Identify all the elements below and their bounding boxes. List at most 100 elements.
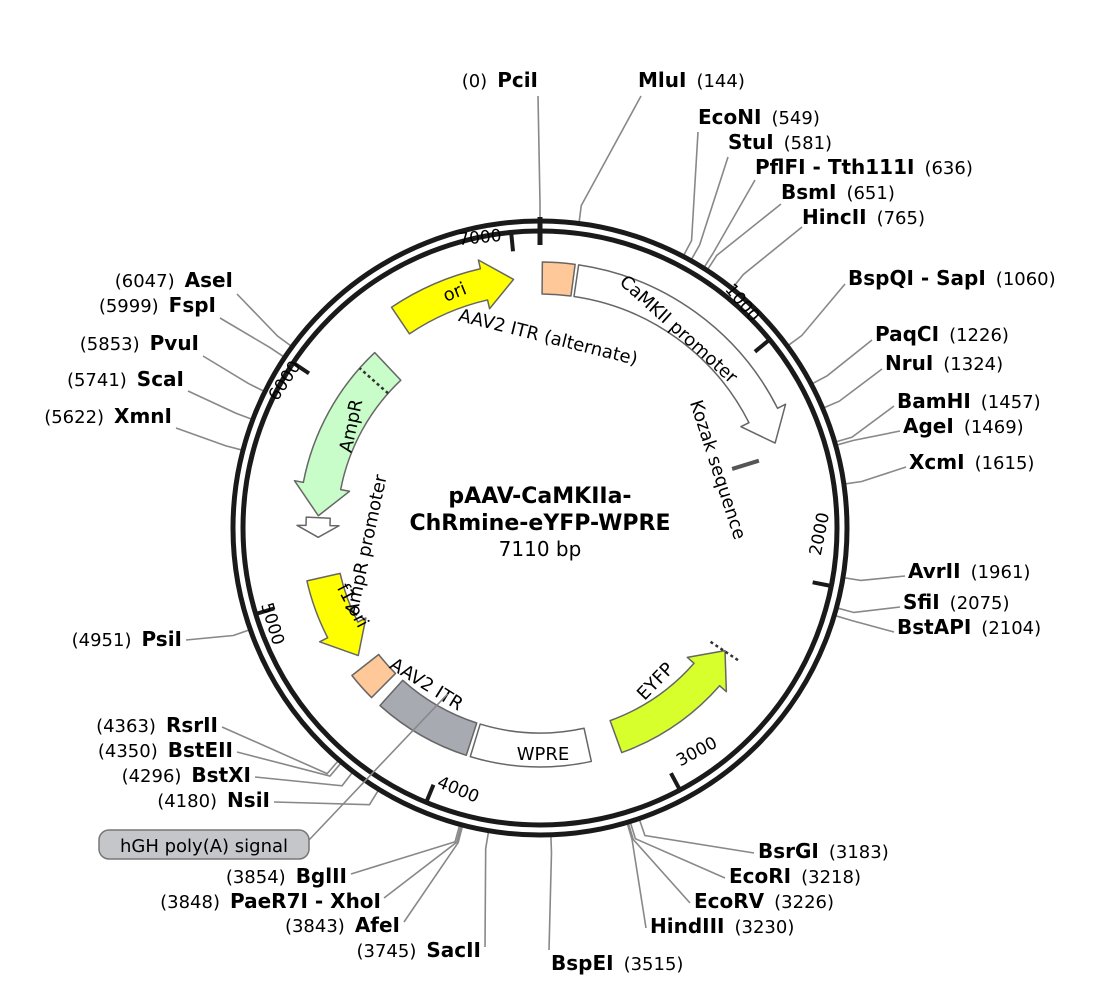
tick-label-3000: 3000	[673, 733, 721, 771]
site-label-ecorv: EcoRV(3226)	[694, 889, 834, 913]
site-position: (5999)	[99, 296, 159, 317]
tick-4000	[424, 784, 436, 804]
site-label-fspi: (5999)FspI	[99, 293, 216, 317]
site-name: PaeR7I - XhoI	[230, 889, 381, 913]
features	[293, 259, 787, 768]
feature-label-camkii-promoter: CaMKII promoter	[615, 271, 742, 388]
site-label-bstxi: (4296)BstXI	[122, 763, 251, 787]
hgh-polya-callout: hGH poly(A) signal	[98, 693, 449, 860]
site-label-afei: (3843)AfeI	[285, 913, 400, 937]
site-label-avrii: AvrII(1961)	[908, 559, 1030, 583]
site-position: (2104)	[981, 618, 1041, 639]
site-position: (549)	[771, 108, 819, 129]
tick-label-2000: 2000	[806, 511, 834, 557]
site-label-sfii: SfiI(2075)	[903, 590, 1010, 614]
site-position: (5622)	[44, 407, 104, 428]
site-label-sacii: (3745)SacII	[357, 938, 482, 962]
site-label-nrui: NruI(1324)	[885, 351, 1003, 375]
site-position: (3226)	[774, 892, 834, 913]
feature-aav2-itr-alternate	[541, 261, 576, 297]
site-name: PsiI	[141, 627, 182, 651]
site-name: PflFI - Tth111I	[755, 155, 914, 179]
site-line-paer7i-xhoi	[383, 826, 462, 899]
site-name: BamHI	[897, 389, 971, 413]
site-label-bstapi: BstAPI(2104)	[897, 615, 1041, 639]
feature-kozak-sequence	[731, 458, 760, 471]
site-name: XmnI	[114, 404, 172, 428]
site-line-rsrii	[221, 726, 339, 775]
site-name: BglII	[296, 864, 347, 888]
site-line-bsteii	[236, 751, 341, 777]
site-name: RsrII	[166, 713, 218, 737]
site-name: PvuI	[150, 331, 199, 355]
site-position: (5853)	[80, 334, 140, 355]
site-label-bamhi: BamHI(1457)	[897, 389, 1041, 413]
site-line-pflfi-tth111i	[703, 179, 756, 267]
site-line-bsmi	[707, 203, 782, 270]
site-label-bsmi: BsmI(651)	[781, 180, 895, 204]
site-line-psii	[185, 629, 249, 641]
site-label-hindiii: HindIII(3230)	[650, 914, 794, 938]
site-name: BspEI	[551, 951, 614, 975]
site-position: (144)	[696, 71, 744, 92]
site-line-nrui	[824, 368, 883, 409]
site-name: BsrGI	[758, 839, 819, 863]
site-name: PciI	[497, 68, 538, 92]
site-label-rsrii: (4363)RsrII	[96, 713, 218, 737]
site-name: BsmI	[781, 180, 836, 204]
site-name: BspQI - SapI	[848, 266, 986, 290]
site-line-afei	[403, 826, 463, 923]
site-line-sacii	[484, 832, 490, 948]
site-line-bspei	[548, 836, 553, 951]
callout-box	[98, 829, 310, 860]
site-label-paer7i-xhoi: (3848) PaeR7I - XhoI	[160, 889, 381, 913]
site-position: (5741)	[67, 370, 127, 391]
site-position: (4180)	[157, 791, 217, 812]
site-position: (1961)	[971, 562, 1031, 583]
site-line-ecori	[629, 823, 726, 879]
feature-label-ampr-promoter: AmpR promoter	[341, 472, 391, 617]
site-name: AseI	[185, 268, 233, 292]
site-name: HincII	[802, 205, 867, 229]
site-line-bamhi	[836, 405, 895, 443]
site-label-bsteii: (4350)BstEII	[98, 738, 233, 762]
site-leader-lines	[175, 95, 907, 951]
site-position: (3848)	[160, 892, 220, 913]
site-label-asei: (6047) AseI	[115, 268, 233, 292]
feature-aav2-itr	[351, 653, 397, 699]
site-position: (3218)	[801, 867, 861, 888]
site-label-stui: StuI(581)	[728, 130, 832, 154]
site-name: HindIII	[650, 914, 724, 938]
site-label-bspqi-sapi: BspQI - SapI(1060)	[848, 266, 1056, 290]
site-name: AgeI	[903, 414, 954, 438]
site-position: (4951)	[72, 630, 132, 651]
site-position: (4296)	[122, 766, 182, 787]
site-line-hincii	[732, 226, 803, 288]
site-label-ecori: EcoRI(3218)	[729, 864, 861, 888]
site-position: (6047)	[115, 271, 175, 292]
site-label-scai: (5741)ScaI	[67, 367, 184, 391]
site-label-econi: EcoNI (549)	[698, 105, 820, 129]
site-label-hincii: HincII(765)	[802, 205, 925, 229]
feature-wpre	[469, 723, 593, 768]
site-position: (1469)	[964, 417, 1024, 438]
feature-eyfp	[609, 649, 728, 754]
feature-ori	[390, 259, 515, 335]
site-name: NruI	[885, 351, 933, 375]
site-name: PaqCI	[875, 322, 939, 346]
callout-label: hGH poly(A) signal	[120, 836, 288, 857]
tick-7000	[509, 232, 516, 252]
site-line-bstxi	[254, 772, 353, 787]
tick-6000	[292, 361, 311, 376]
title-line-1: pAAV-CaMKIIa-	[448, 484, 631, 509]
site-position: (4350)	[98, 741, 158, 762]
site-line-paqci	[812, 339, 873, 385]
site-label-xcmi: XcmI(1615)	[909, 450, 1034, 474]
site-name: EcoNI	[698, 105, 761, 129]
feature-label-kozak-sequence: Kozak sequence	[685, 398, 750, 543]
site-label-paqci: PaqCI(1226)	[875, 322, 1009, 346]
feature-camkii-promoter	[573, 264, 787, 444]
site-line-bglii	[350, 826, 461, 875]
site-label-bspei: BspEI(3515)	[551, 951, 683, 975]
site-name: MluI	[638, 68, 686, 92]
